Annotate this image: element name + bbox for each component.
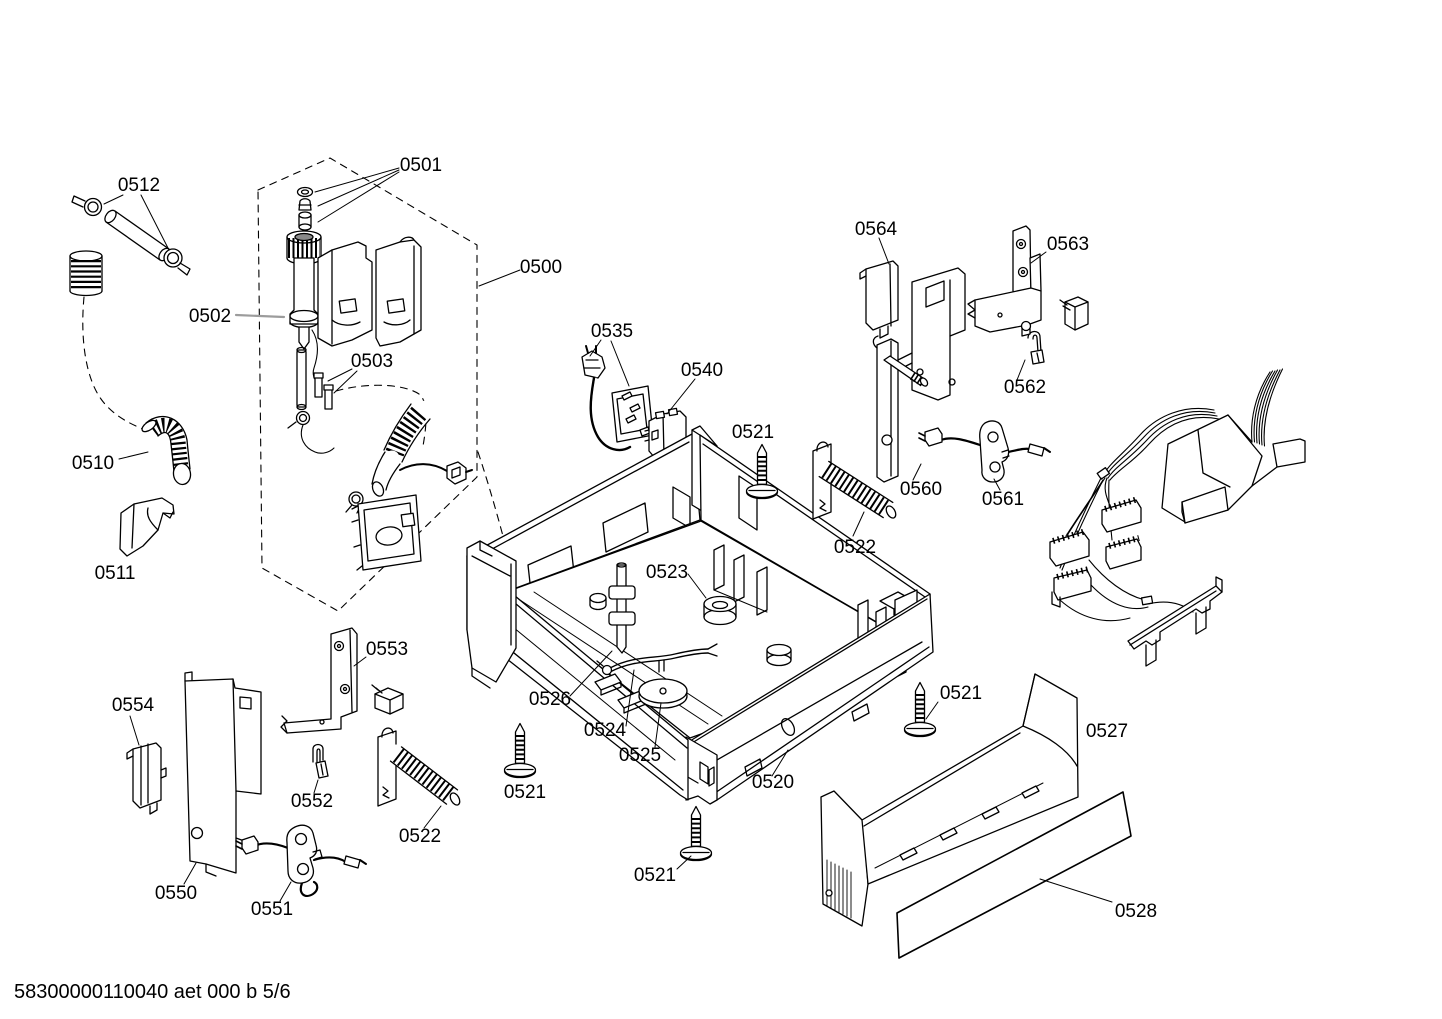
leader-0535-b [610,340,630,387]
leader-0503-a [327,368,353,382]
leader-0501-a [314,167,400,193]
leader-0560 [912,463,922,481]
part-0562-drawing [1027,330,1045,365]
part-label-0521-a: 0521 [732,422,774,443]
leader-0501-b [317,169,400,207]
part-0512-drawing [69,195,191,297]
leader-0502-gray [234,313,286,319]
leader-0521-c [676,855,692,870]
part-label-0527: 0527 [1086,721,1128,742]
part-label-0561: 0561 [982,489,1024,510]
leader-0501-c [317,171,400,223]
part-label-0553: 0553 [366,639,408,660]
part-0520-base-drawing [466,425,934,805]
leader-0562 [1016,359,1026,381]
part-label-0521-d: 0521 [940,683,982,704]
cable-harness-drawing [1049,368,1306,667]
part-0554-drawing [126,742,167,815]
part-0500-valve-assembly-drawing [286,186,473,571]
part-label-0522-left: 0522 [399,826,441,847]
leader-0554 [129,715,140,746]
part-label-0512: 0512 [118,175,160,196]
leader-0561 [993,478,1001,491]
part-0535-drawing [581,345,654,452]
part-label-0523: 0523 [646,562,688,583]
leader-0521-d [925,701,939,720]
part-label-0522-right: 0522 [834,537,876,558]
part-label-0540: 0540 [681,360,723,381]
leader-0525 [654,702,662,748]
part-0563-drawing [967,225,1042,337]
part-0560-drawing [872,267,966,483]
leader-0553 [353,656,367,667]
leader-0522-left [423,805,442,829]
leader-lines [103,167,1113,903]
leader-0551 [279,881,292,902]
part-0528-drawing [896,791,1132,959]
leader-0528 [1039,878,1113,903]
part-0551-drawing [235,824,367,898]
connector-block-right-drawing [1059,296,1089,331]
part-label-0550: 0550 [155,883,197,904]
part-label-0511: 0511 [95,563,136,584]
part-label-0503: 0503 [351,351,393,372]
part-label-0520: 0520 [752,772,794,793]
part-label-0500: 0500 [520,257,562,278]
leader-0563 [1030,251,1047,264]
leader-0512-a [103,194,124,205]
part-label-0560: 0560 [900,479,942,500]
part-label-0554: 0554 [112,695,155,716]
part-label-0535: 0535 [591,321,633,342]
part-label-0552: 0552 [291,791,333,812]
leader-0500 [478,269,521,287]
part-0552-drawing [312,743,329,779]
part-labels: 0512 0501 0500 0502 0503 0510 0511 0535 … [72,155,1157,922]
leader-0526 [569,650,613,697]
part-label-0564: 0564 [855,219,898,240]
part-0550-drawing [184,671,262,877]
leader-0552 [313,779,319,794]
part-0564-drawing [859,260,899,339]
part-label-0502: 0502 [189,306,231,327]
part-label-0521-b: 0521 [504,782,546,803]
part-label-0524: 0524 [584,720,627,741]
leader-0503-b [333,370,358,394]
part-label-0525: 0525 [619,745,661,766]
part-label-0501: 0501 [400,155,442,176]
group-0500-dashed-outline [257,157,478,612]
part-0522-right-drawing [812,441,898,520]
part-0511-drawing [119,497,175,557]
leader-0520 [771,749,789,777]
part-label-0528: 0528 [1115,901,1157,922]
leader-0524 [625,669,635,727]
leader-0510 [118,451,149,460]
part-0522-left-drawing [377,727,462,807]
part-label-0521-c: 0521 [634,865,676,886]
part-0553-drawing [280,627,358,734]
part-0561-drawing [918,420,1051,483]
part-0510-drawing [141,414,192,486]
part-0527-drawing [820,673,1079,927]
leader-0540 [666,378,696,415]
leader-0564 [878,237,890,265]
part-label-0551: 0551 [251,899,293,920]
leader-0550 [183,862,197,885]
connector-block-left-drawing [371,684,404,715]
part-label-0563: 0563 [1047,234,1089,255]
document-footer: 58300000110040 aet 000 b 5/6 [14,981,291,1003]
leader-0535-a [589,339,602,357]
leader-0523 [687,573,707,599]
part-label-0510: 0510 [72,453,114,474]
part-label-0526: 0526 [529,689,571,710]
leader-0522-right [852,511,865,537]
leader-0512-b [140,194,170,251]
part-label-0562: 0562 [1004,377,1046,398]
